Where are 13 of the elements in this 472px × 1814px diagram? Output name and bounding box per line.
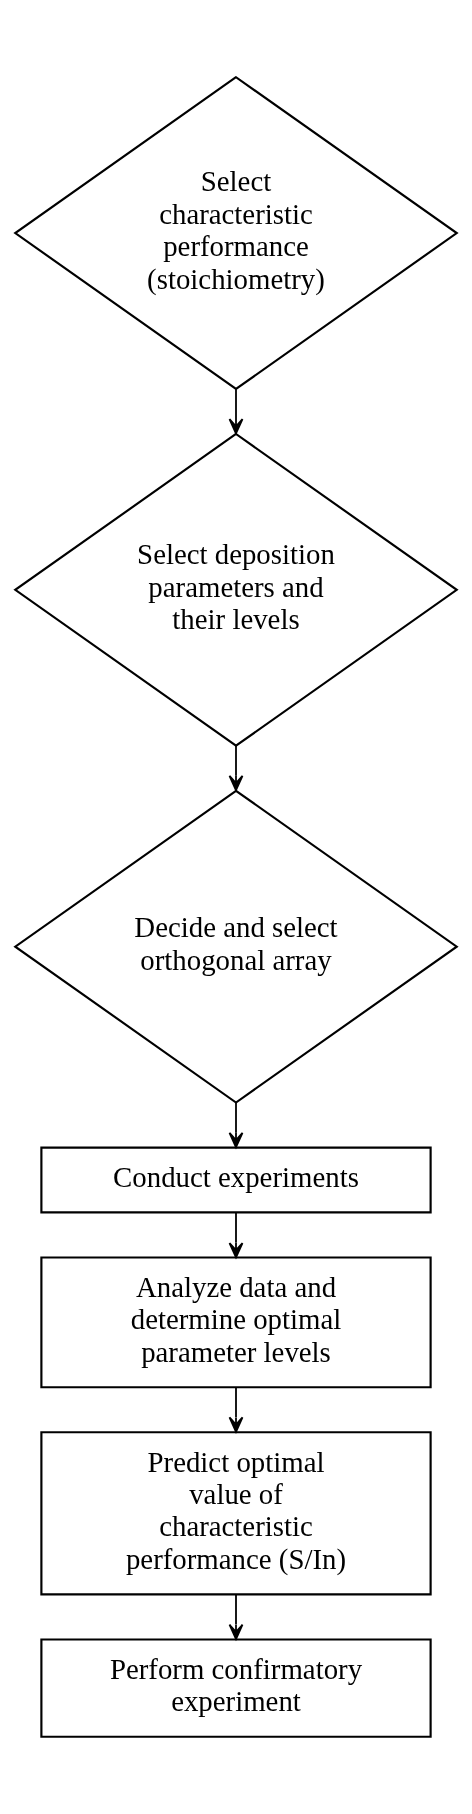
node-diamond: Select deposition parameters and their levels xyxy=(13,432,459,748)
node-diamond: Decide and select orthogonal array xyxy=(13,789,459,1104)
node-diamond: Select characteristic performance (stoichiometry) xyxy=(13,75,459,391)
node-box: Predict optimal value of characteristic performance (S/In) xyxy=(40,1431,432,1596)
arrow xyxy=(228,1593,244,1641)
arrow xyxy=(228,745,244,792)
arrow xyxy=(228,1102,244,1149)
node-box: Perform confirmatory experiment xyxy=(40,1638,432,1738)
arrow xyxy=(228,1211,244,1259)
arrow xyxy=(228,1386,244,1433)
node-box: Analyze data and determine optimal parameter levels xyxy=(40,1256,432,1389)
arrow xyxy=(228,388,244,435)
node-box: Conduct experiments xyxy=(40,1146,432,1214)
